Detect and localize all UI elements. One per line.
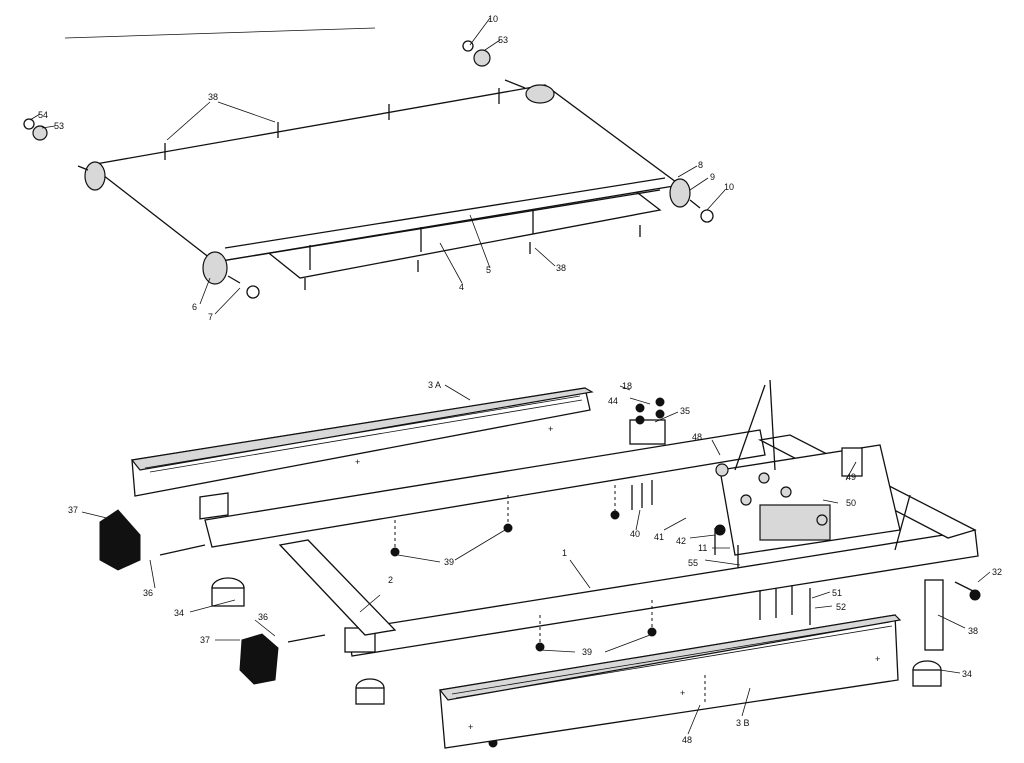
frame-assembly: + + (81, 379, 991, 749)
side-rail-3a: + + (130, 387, 594, 497)
bracket-35 (629, 419, 666, 445)
callout-55: 55 (688, 558, 698, 568)
callout-7: 7 (208, 312, 213, 322)
frame-feet (211, 577, 944, 705)
callout-11: 11 (698, 543, 707, 553)
callout-54: 54 (38, 110, 48, 120)
bearing-53-top (473, 49, 491, 67)
callout-6: 6 (192, 302, 197, 312)
callout-38-right: 38 (968, 626, 978, 636)
nut-10-right (700, 209, 714, 223)
bottom-leaders (81, 384, 991, 735)
callout-50: 50 (846, 498, 856, 508)
svg-text:+: + (468, 722, 473, 732)
washer-54 (23, 118, 35, 130)
callout-3b: 3 B (736, 718, 750, 728)
belt-deck-assembly (23, 17, 726, 315)
callout-18: 18 (622, 381, 632, 391)
bearing-53-left (32, 125, 48, 141)
callout-53-top: 53 (498, 35, 508, 45)
callout-1: 1 (562, 548, 567, 558)
callout-36-mid: 36 (258, 612, 268, 622)
callout-8: 8 (698, 160, 703, 170)
side-rail-3b: + + + (438, 614, 902, 749)
nut-10-top (462, 40, 474, 52)
callout-42: 42 (676, 536, 686, 546)
callout-32: 32 (992, 567, 1002, 577)
deck-screws (164, 88, 641, 290)
callout-40: 40 (630, 529, 640, 539)
callout-37-bottom: 37 (200, 635, 210, 645)
callout-9: 9 (710, 172, 715, 182)
frame-rail-left (199, 429, 979, 657)
callout-10-top: 10 (488, 14, 498, 24)
callout-38-top: 38 (208, 92, 218, 102)
rear-roller (23, 118, 106, 191)
callout-44: 44 (608, 396, 618, 406)
callout-39-bottom: 39 (582, 647, 592, 657)
knob-32 (969, 589, 981, 601)
belt-lower-edge (214, 177, 666, 263)
callout-4: 4 (459, 282, 464, 292)
bracket-49 (841, 447, 863, 477)
callout-48-top: 48 (692, 432, 702, 442)
callout-52: 52 (836, 602, 846, 612)
washer-7 (246, 285, 260, 299)
callout-2: 2 (388, 575, 393, 585)
frame-bolts (159, 397, 981, 748)
leg-38 (924, 579, 944, 651)
svg-text:+: + (548, 424, 553, 434)
callout-10-right: 10 (724, 182, 734, 192)
top-leaders (29, 17, 726, 315)
callout-39-top: 39 (444, 557, 454, 567)
callout-37-top: 37 (68, 505, 78, 515)
end-caps (99, 509, 279, 685)
drive-roller (202, 251, 260, 299)
callout-34-left: 34 (174, 608, 184, 618)
callout-48-bottom: 48 (682, 735, 692, 745)
callout-38-mid: 38 (556, 263, 566, 273)
callout-labels: 10 53 54 53 38 8 9 10 5 38 4 6 7 3 A 18 … (38, 14, 1002, 745)
callout-51: 51 (832, 588, 842, 598)
callout-35: 35 (680, 406, 690, 416)
callout-36-left: 36 (143, 588, 153, 598)
svg-text:+: + (680, 688, 685, 698)
guide-lines (394, 485, 706, 703)
callout-41: 41 (654, 532, 664, 542)
callout-3a: 3 A (428, 380, 441, 390)
callout-53-left: 53 (54, 121, 64, 131)
callout-5: 5 (486, 265, 491, 275)
pulley-hardware (462, 40, 555, 104)
svg-text:+: + (355, 457, 360, 467)
svg-text:+: + (875, 654, 880, 664)
front-roller (669, 178, 714, 223)
callout-49: 49 (846, 472, 856, 482)
callout-34-right: 34 (962, 669, 972, 679)
